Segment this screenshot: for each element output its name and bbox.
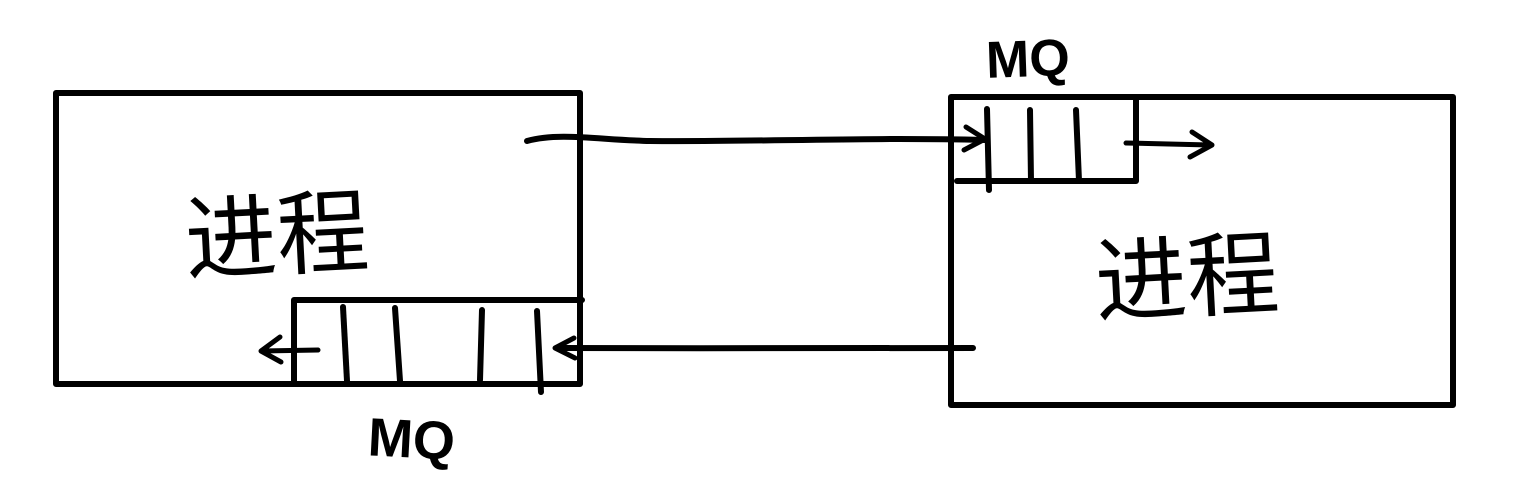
right-queue-slot-3 bbox=[1073, 107, 1082, 184]
left-process: 进程 bbox=[53, 90, 583, 387]
right-process-box bbox=[948, 94, 1456, 408]
left-queue-slot-3 bbox=[477, 307, 485, 383]
connector-left-to-right bbox=[524, 124, 988, 153]
left-queue-outline bbox=[291, 297, 585, 387]
connector-right-to-left-arrowhead bbox=[552, 335, 578, 361]
left-queue: MQ bbox=[258, 297, 585, 472]
right-queue-slot-1 bbox=[984, 106, 992, 193]
left-queue-out-arrow bbox=[258, 334, 321, 365]
left-process-box bbox=[53, 90, 583, 387]
connector-right-to-left bbox=[552, 335, 976, 361]
right-process: 进程 bbox=[948, 94, 1456, 408]
right-queue-label: MQ bbox=[985, 29, 1071, 90]
right-process-label: 进程 bbox=[1092, 220, 1281, 336]
left-queue-slot-1 bbox=[340, 304, 350, 384]
right-queue-outline bbox=[954, 97, 1139, 184]
right-queue-slot-2 bbox=[1027, 107, 1034, 184]
left-queue-label: MQ bbox=[367, 407, 457, 471]
connector-left-to-right-line bbox=[524, 133, 988, 145]
left-process-label: 进程 bbox=[182, 178, 371, 294]
left-queue-slot-4 bbox=[534, 308, 544, 395]
right-queue-out-arrow bbox=[1123, 129, 1215, 160]
left-queue-slot-2 bbox=[392, 305, 403, 384]
right-queue: MQ bbox=[954, 29, 1215, 193]
connector-left-to-right-arrowhead bbox=[961, 124, 988, 153]
